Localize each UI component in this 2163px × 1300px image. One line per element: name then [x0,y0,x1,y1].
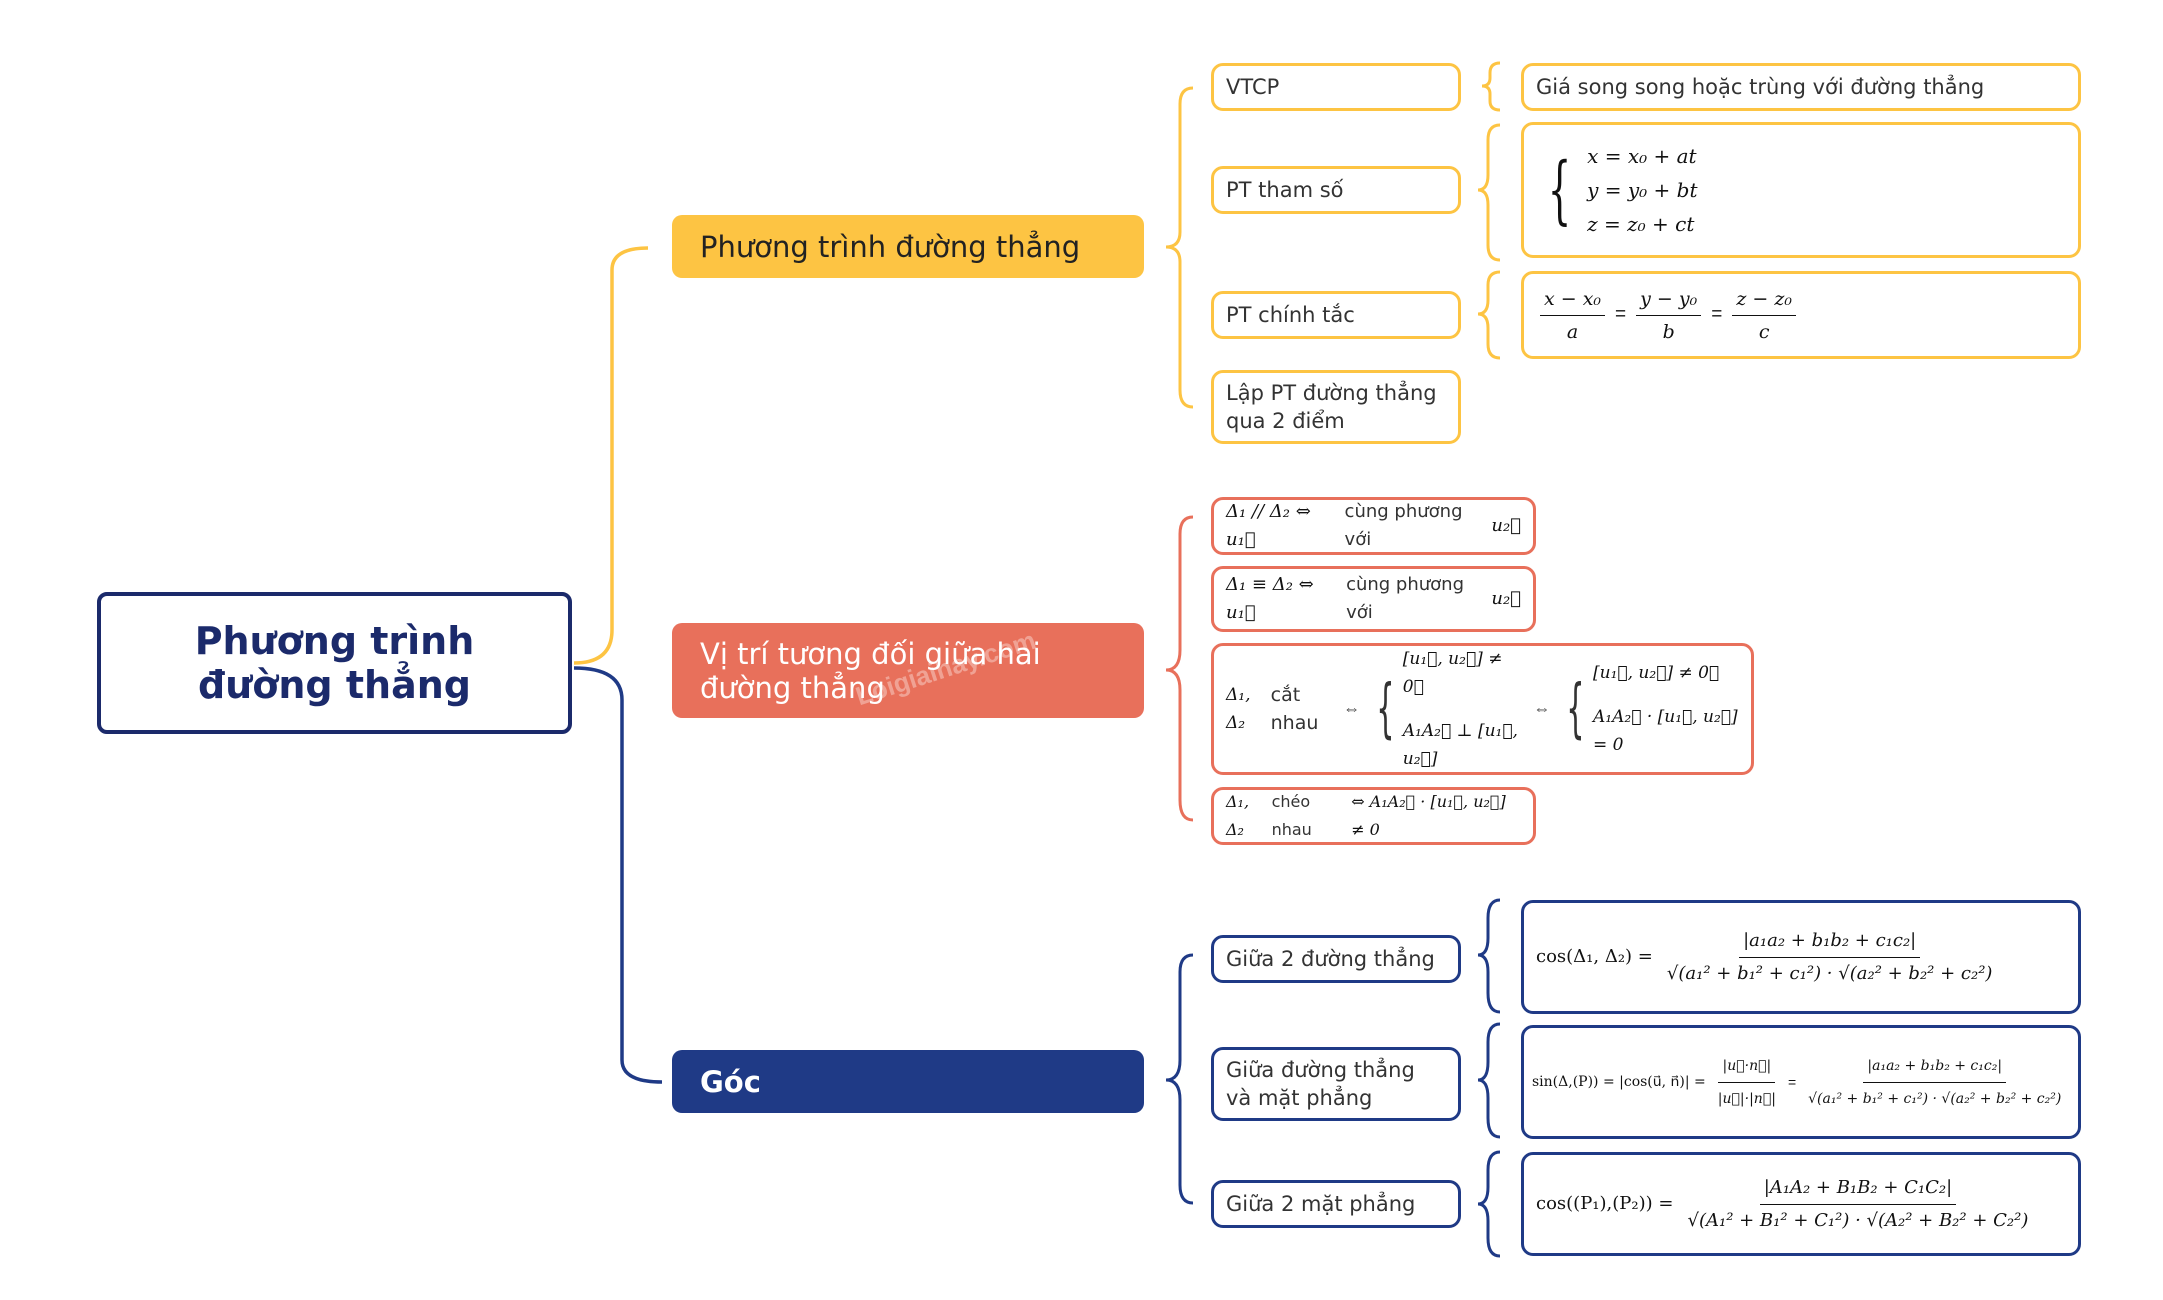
leaf-chinh-tac: PT chính tắc [1211,291,1461,339]
brace-blue [1165,953,1194,1205]
brace-vtcp [1481,61,1501,112]
root-node: Phương trình đường thẳng [97,592,572,734]
chinh-tac-d2: b [1662,320,1675,343]
goc-dt-mp-num1: |u⃗·n⃗| [1718,1052,1776,1083]
leaf-goc-hai-dt: Giữa 2 đường thẳng [1211,935,1461,983]
brace-red [1165,515,1194,822]
chinh-tac-d1: a [1566,320,1579,343]
leaf-vtcp-desc: Giá song song hoặc trùng với đường thẳng [1521,63,2081,111]
leaf-goc-hai-mp-label: Giữa 2 mặt phẳng [1226,1192,1416,1216]
song-song-lhs: Δ₁ // Δ₂ ⇔ u₁⃗ [1226,501,1311,550]
leaf-goc-dt-mp-label: Giữa đường thẳng và mặt phẳng [1226,1058,1415,1110]
branch-vi-tri: Vị trí tương đối giữa hai đường thẳng Lo… [672,623,1144,718]
leaf-song-song: Δ₁ // Δ₂ ⇔ u₁⃗ cùng phương với u₂⃗ [1211,497,1536,555]
leaf-cat-nhau: Δ₁, Δ₂ cắt nhau ⇔ { [u₁⃗, u₂⃗] ≠ 0⃗ A₁A₂… [1211,643,1754,775]
brace-yellow [1165,86,1194,409]
cheo-mid: chéo nhau [1271,792,1312,839]
trung-rhs: u₂⃗ [1491,588,1521,609]
brace-hai-mp [1477,1150,1501,1258]
leaf-tham-so: PT tham số [1211,166,1461,214]
leaf-trung: Δ₁ ≡ Δ₂ ⇔ u₁⃗ cùng phương với u₂⃗ [1211,566,1536,632]
cat-cond-3: [u₁⃗, u₂⃗] ≠ 0⃗ [1593,663,1720,683]
goc-hai-mp-den: √(A₁² + B₁² + C₁²) · √(A₂² + B₂² + C₂²) [1687,1209,2029,1231]
goc-dt-mp-lhs: sin(Δ,(P)) = |cos(u⃗, n⃗)| = [1532,1074,1706,1090]
cat-cond-2: A₁A₂⃗ ⊥ [u₁⃗, u₂⃗] [1402,721,1518,769]
goc-hai-mp-num: |A₁A₂ + B₁B₂ + C₁C₂| [1759,1174,1957,1205]
branch-phuong-trinh-label: Phương trình đường thẳng [700,229,1081,264]
branch-phuong-trinh: Phương trình đường thẳng [672,215,1144,278]
leaf-vtcp: VTCP [1211,63,1461,111]
goc-dt-mp-den2: √(a₁² + b₁² + c₁²) · √(a₂² + b₂² + c₂²) [1808,1090,2062,1107]
tham-so-line-z: z = z₀ + ct [1587,212,1695,236]
goc-hai-dt-den: √(a₁² + b₁² + c₁²) · √(a₂² + b₂² + c₂²) [1666,962,1993,984]
leaf-hai-diem-label: Lập PT đường thẳng qua 2 điểm [1226,381,1437,433]
leaf-goc-hai-dt-label: Giữa 2 đường thẳng [1226,947,1435,971]
root-title: Phương trình đường thẳng [194,619,475,707]
cat-cond-1: [u₁⃗, u₂⃗] ≠ 0⃗ [1402,649,1503,697]
goc-dt-mp-den1: |u⃗|·|n⃗| [1717,1090,1776,1107]
goc-hai-mp-lhs: cos((P₁),(P₂)) = [1536,1193,1674,1214]
leaf-goc-dt-mp: Giữa đường thẳng và mặt phẳng [1211,1047,1461,1121]
song-song-rhs: u₂⃗ [1491,515,1521,536]
brace-hai-dt [1477,898,1501,1014]
branch-goc-label: Góc [700,1064,761,1099]
chinh-tac-n2: y − y₀ [1636,285,1702,316]
brace-dt-mp [1477,1022,1501,1139]
trung-lhs: Δ₁ ≡ Δ₂ ⇔ u₁⃗ [1226,574,1314,623]
chinh-tac-n1: x − x₀ [1540,285,1606,316]
chinh-tac-d3: c [1758,320,1770,343]
cheo-lhs: Δ₁, Δ₂ [1226,792,1250,839]
branch-goc: Góc [672,1050,1144,1113]
tham-so-line-x: x = x₀ + at [1587,144,1697,168]
connector-root-yellow [573,246,649,665]
brace-chinh-tac [1477,270,1501,360]
song-song-mid: cùng phương với [1344,501,1463,550]
formula-goc-hai-dt: cos(Δ₁, Δ₂) = |a₁a₂ + b₁b₂ + c₁c₂| √(a₁² … [1521,900,2081,1014]
leaf-vtcp-label: VTCP [1226,75,1280,99]
formula-tham-so: { x = x₀ + at y = y₀ + bt z = z₀ + ct [1521,122,2081,258]
formula-goc-dt-mp: sin(Δ,(P)) = |cos(u⃗, n⃗)| = |u⃗·n⃗| |u⃗|… [1521,1025,2081,1139]
leaf-hai-diem: Lập PT đường thẳng qua 2 điểm [1211,370,1461,444]
branch-vi-tri-label: Vị trí tương đối giữa hai đường thẳng [700,636,1041,705]
cheo-rhs: ⇔ A₁A₂⃗ · [u₁⃗, u₂⃗] ≠ 0 [1351,792,1506,839]
leaf-tham-so-label: PT tham số [1226,178,1344,202]
leaf-vtcp-desc-text: Giá song song hoặc trùng với đường thẳng [1536,75,1985,99]
formula-goc-hai-mp: cos((P₁),(P₂)) = |A₁A₂ + B₁B₂ + C₁C₂| √(A… [1521,1152,2081,1256]
goc-hai-dt-num: |a₁a₂ + b₁b₂ + c₁c₂| [1739,927,1921,958]
brace-tham-so [1477,123,1501,262]
leaf-goc-hai-mp: Giữa 2 mặt phẳng [1211,1180,1461,1228]
cat-lhs: Δ₁, Δ₂ [1226,685,1251,733]
leaf-cheo-nhau: Δ₁, Δ₂ chéo nhau ⇔ A₁A₂⃗ · [u₁⃗, u₂⃗] ≠ … [1211,787,1536,845]
goc-dt-mp-num2: |a₁a₂ + b₁b₂ + c₁c₂| [1863,1052,2007,1083]
connector-root-blue [573,666,663,1084]
chinh-tac-n3: z − z₀ [1732,285,1796,316]
leaf-chinh-tac-label: PT chính tắc [1226,303,1355,327]
cat-cond-4: A₁A₂⃗ · [u₁⃗, u₂⃗] = 0 [1593,707,1738,755]
goc-hai-dt-lhs: cos(Δ₁, Δ₂) = [1536,946,1653,967]
tham-so-line-y: y = y₀ + bt [1587,178,1698,202]
cat-mid: cắt nhau [1270,684,1319,734]
trung-mid: cùng phương với [1346,574,1465,623]
